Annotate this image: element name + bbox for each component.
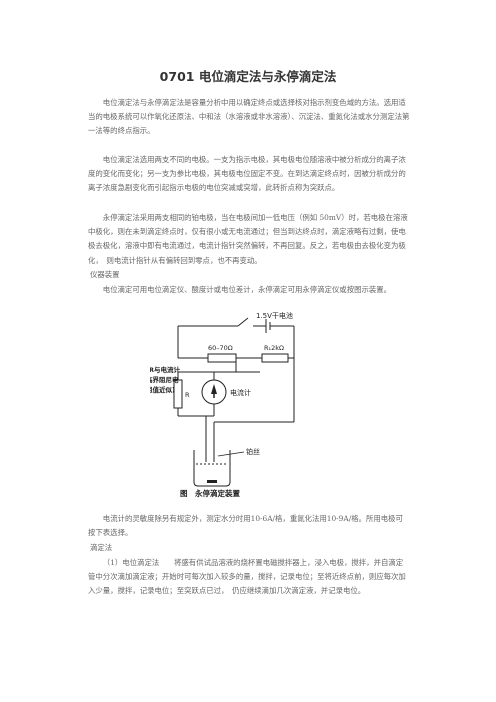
paragraph-apparatus: 电位滴定可用电位滴定仪、酸度计或电位差计，永停滴定可用永停滴定仪或按图示装置。 (102, 285, 392, 294)
page-title: 0701 电位滴定法与永停滴定法 (159, 69, 337, 84)
heading-method: 滴定法 (90, 543, 113, 552)
resistor-60-70 (207, 353, 237, 363)
label-r: R (185, 391, 190, 399)
figure-caption: 图 永停滴定装置 (180, 488, 240, 498)
stir-bar-icon (207, 480, 217, 483)
heading-apparatus: 仪器装置 (90, 270, 120, 279)
label-note-1: (R与电流计 (150, 365, 180, 374)
switch (237, 317, 249, 327)
galvanometer-needle-icon (211, 384, 217, 394)
label-battery: 1.5V干电池 (256, 312, 293, 320)
label-resistor-2k: R₁2kΩ (264, 344, 284, 352)
label-note-3: 阻值近似) (150, 385, 175, 394)
resistor-r (173, 379, 183, 409)
label-resistor-60-70: 60–70Ω (208, 344, 233, 352)
paragraph-method-potentiometric: （1）电位滴定法 将盛有供试品溶液的烧杯置电磁搅拌器上，浸入电极，搅拌，并自滴定… (88, 558, 406, 596)
paragraph-intro: 电位滴定法与永停滴定法是容量分析中用以确定终点或选择核对指示剂变色域的方法。选用… (88, 98, 410, 136)
label-galvanometer: 电流计 (230, 388, 251, 397)
deadstop-titration-diagram: 1.5V干电池 60–70Ω R₁2kΩ R 电流计 (R与电流计 临界阻尼电 … (150, 312, 295, 498)
beaker (193, 450, 231, 487)
paragraph-deadstop: 永停滴定法采用两支相同的铂电极，当在电极间加一低电压（例如 50mV）时，若电极… (88, 213, 408, 265)
label-note-2: 临界阻尼电 (150, 375, 179, 384)
label-electrode: 铂丝 (246, 447, 260, 456)
paragraph-galvanometer: 电流计的灵敏度除另有规定外，测定水分时用10-6A/格，重氮化法用10-9A/格… (88, 514, 403, 538)
electrode-pointer (217, 451, 245, 457)
resistor-2k (261, 353, 289, 363)
paragraph-potentiometric: 电位滴定法选用两支不同的电极。一支为指示电极，其电极电位随溶液中被分析成分的离子… (88, 155, 406, 193)
